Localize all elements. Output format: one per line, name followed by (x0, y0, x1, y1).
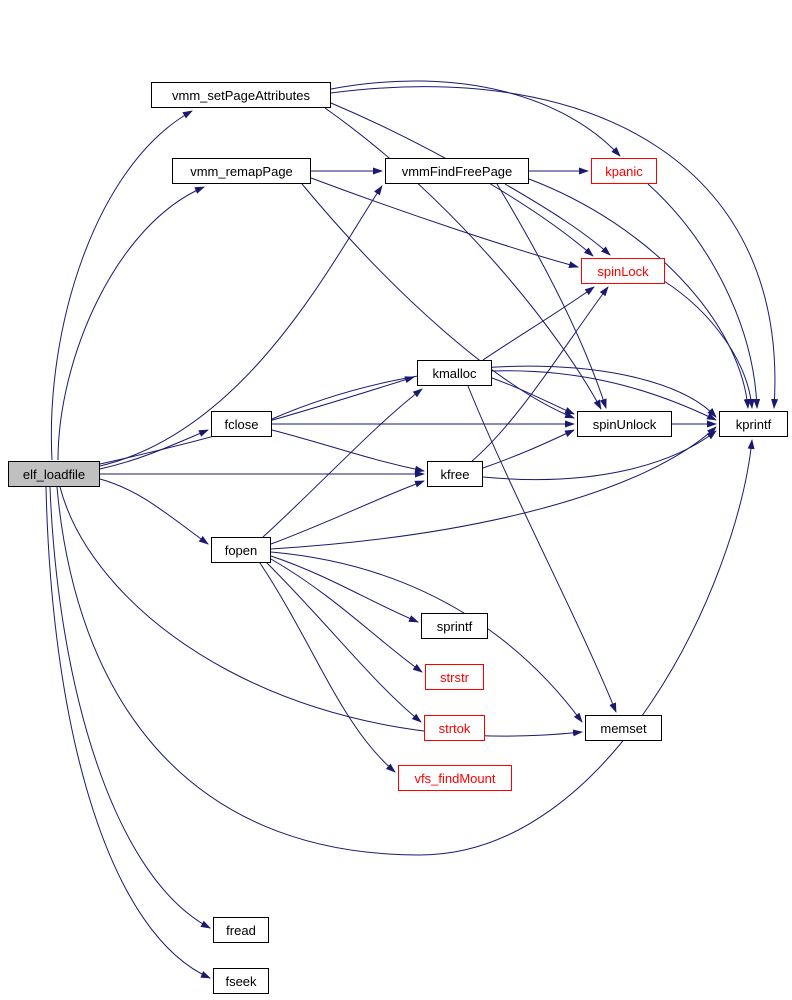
edge-kmalloc-to-memset (467, 385, 617, 713)
edge-kmalloc-to-spinLock (482, 286, 595, 361)
node-strtok[interactable]: strtok (424, 715, 485, 741)
node-spinLock[interactable]: spinLock (581, 258, 665, 284)
edge-vmm_setPageAttributes-to-kprintf (330, 86, 779, 409)
edge-vmmFindFreePage-to-spinUnlock (496, 183, 607, 409)
node-vmmFindFreePage[interactable]: vmmFindFreePage (385, 158, 529, 184)
edge-vmm_setPageAttributes-to-spinUnlock (324, 107, 602, 410)
edge-elf_loadfile-to-fread (49, 486, 211, 929)
edge-fopen-to-kfree (270, 480, 425, 545)
node-fopen[interactable]: fopen (211, 537, 271, 563)
edge-vmm_remapPage-to-spinLock (310, 177, 579, 269)
node-vmm_setPageAttributes[interactable]: vmm_setPageAttributes (151, 82, 331, 108)
edges-group (45, 80, 779, 979)
edge-kpanic-to-kprintf (647, 183, 761, 409)
edge-vmm_setPageAttributes-to-kpanic (330, 80, 621, 157)
edge-fclose-to-kprintf (271, 365, 717, 420)
node-vfs_findMount[interactable]: vfs_findMount (398, 765, 512, 791)
edge-fopen-to-kprintf (270, 426, 717, 550)
node-spinUnlock[interactable]: spinUnlock (577, 411, 672, 437)
edge-kfree-to-spinLock (471, 286, 609, 462)
node-kfree[interactable]: kfree (427, 461, 483, 487)
edge-kfree-to-spinUnlock (482, 429, 575, 469)
edge-vmmFindFreePage-to-spinLock (504, 183, 611, 256)
edge-kmalloc-to-kprintf (491, 370, 717, 421)
edge-fopen-to-strtok (266, 562, 422, 723)
node-fseek[interactable]: fseek (213, 968, 269, 994)
node-fclose[interactable]: fclose (211, 411, 272, 437)
edge-elf_loadfile-to-vmmFindFreePage (99, 185, 383, 467)
edge-vmmFindFreePage-to-kprintf (528, 178, 751, 409)
edge-elf_loadfile-to-vmm_setPageAttributes (50, 110, 193, 461)
edge-vmm_remapPage-to-spinUnlock (301, 183, 575, 419)
node-kpanic[interactable]: kpanic (591, 158, 657, 184)
node-vmm_remapPage[interactable]: vmm_remapPage (172, 158, 311, 184)
edge-fopen-to-vfs_findMount (259, 562, 396, 773)
edge-elf_loadfile-to-vmm_remapPage (57, 186, 205, 461)
edge-fopen-to-sprintf (270, 555, 419, 623)
edge-elf_loadfile-to-fseek (45, 486, 211, 979)
node-strstr[interactable]: strstr (425, 664, 484, 690)
edge-fclose-to-kfree (271, 429, 425, 473)
node-sprintf[interactable]: sprintf (421, 613, 488, 639)
node-elf_loadfile: elf_loadfile (8, 461, 100, 487)
edge-elf_loadfile-to-fopen (99, 478, 209, 545)
node-fread[interactable]: fread (213, 917, 269, 943)
edge-elf_loadfile-to-kmalloc (99, 376, 415, 465)
node-kmalloc[interactable]: kmalloc (417, 360, 492, 386)
edge-elf_loadfile-to-fclose (99, 429, 209, 470)
node-kprintf[interactable]: kprintf (719, 411, 788, 437)
edge-kmalloc-to-spinUnlock (491, 377, 575, 415)
edge-fopen-to-strstr (270, 558, 423, 673)
edge-kfree-to-kprintf (482, 430, 717, 480)
node-memset[interactable]: memset (585, 715, 662, 741)
edge-spinLock-to-kprintf (663, 280, 755, 409)
edge-fopen-to-kmalloc (262, 388, 423, 538)
edge-elf_loadfile-to-kprintf (56, 439, 755, 856)
